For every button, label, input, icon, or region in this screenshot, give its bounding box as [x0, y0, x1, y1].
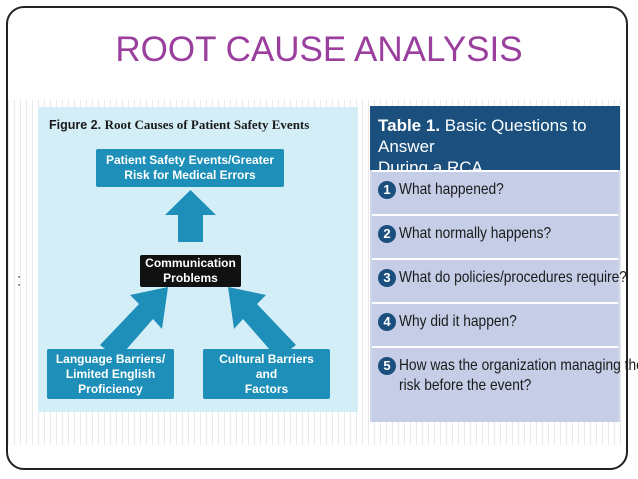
arrows: [100, 190, 296, 359]
question-text: What do policies/procedures require?: [399, 269, 627, 286]
number-badge: 5: [378, 357, 396, 375]
number-badge: 4: [378, 313, 396, 331]
number-badge: 3: [378, 269, 396, 287]
table-row: 5 How was the organization managing the …: [372, 346, 638, 422]
box-line: and: [255, 366, 278, 381]
decorative-dot: [18, 276, 20, 278]
box-line: Risk for Medical Errors: [124, 168, 256, 182]
table-row: 1 What happened?: [372, 170, 618, 214]
figure-label: Figure 2.: [49, 118, 102, 132]
box-line: Patient Safety Events/Greater: [105, 153, 275, 167]
arrow-up-icon: [165, 190, 216, 242]
box-line: Language Barriers/: [55, 351, 166, 366]
question-text: How was the organization managing the: [399, 357, 638, 374]
cultural-barriers-box: Cultural Barriers and Factors: [203, 349, 330, 399]
question-text: What happened?: [399, 181, 504, 198]
arrow-diagonal-left-icon: [100, 287, 168, 359]
patient-safety-events-box: Patient Safety Events/Greater Risk for M…: [96, 149, 284, 187]
box-line: Communication: [145, 256, 236, 270]
table-row: 2 What normally happens?: [372, 214, 618, 258]
box-line: Cultural Barriers: [219, 351, 314, 366]
box-line: Problems: [163, 271, 218, 285]
table-label: Table 1.: [378, 116, 441, 135]
question-text: What normally happens?: [399, 225, 552, 242]
communication-problems-box: Communication Problems: [140, 255, 241, 287]
table-title-line-1: Basic Questions to Answer: [378, 116, 587, 156]
table-header: Table 1. Basic Questions to Answer Durin…: [370, 106, 620, 177]
decorative-dot: [18, 284, 20, 286]
box-line: Limited English: [65, 366, 156, 381]
question-text: Why did it happen?: [399, 313, 517, 330]
root-causes-figure: Figure 2. Root Causes of Patient Safety …: [38, 107, 358, 412]
box-line: Factors: [244, 381, 289, 396]
language-barriers-box: Language Barriers/ Limited English Profi…: [47, 349, 174, 399]
arrow-diagonal-right-icon: [228, 287, 296, 359]
table-row: 3 What do policies/procedures require?: [372, 258, 627, 302]
box-line: Proficiency: [78, 381, 143, 396]
table-row: 4 Why did it happen?: [372, 302, 618, 346]
rca-questions-table: Table 1. Basic Questions to Answer Durin…: [370, 106, 638, 422]
number-badge: 1: [378, 181, 396, 199]
question-text: risk before the event?: [399, 377, 532, 394]
number-badge: 2: [378, 225, 396, 243]
slide-title: ROOT CAUSE ANALYSIS: [115, 30, 523, 69]
figure-title: Figure 2. Root Causes of Patient Safety …: [49, 117, 309, 133]
figure-caption: Root Causes of Patient Safety Events: [104, 117, 310, 132]
